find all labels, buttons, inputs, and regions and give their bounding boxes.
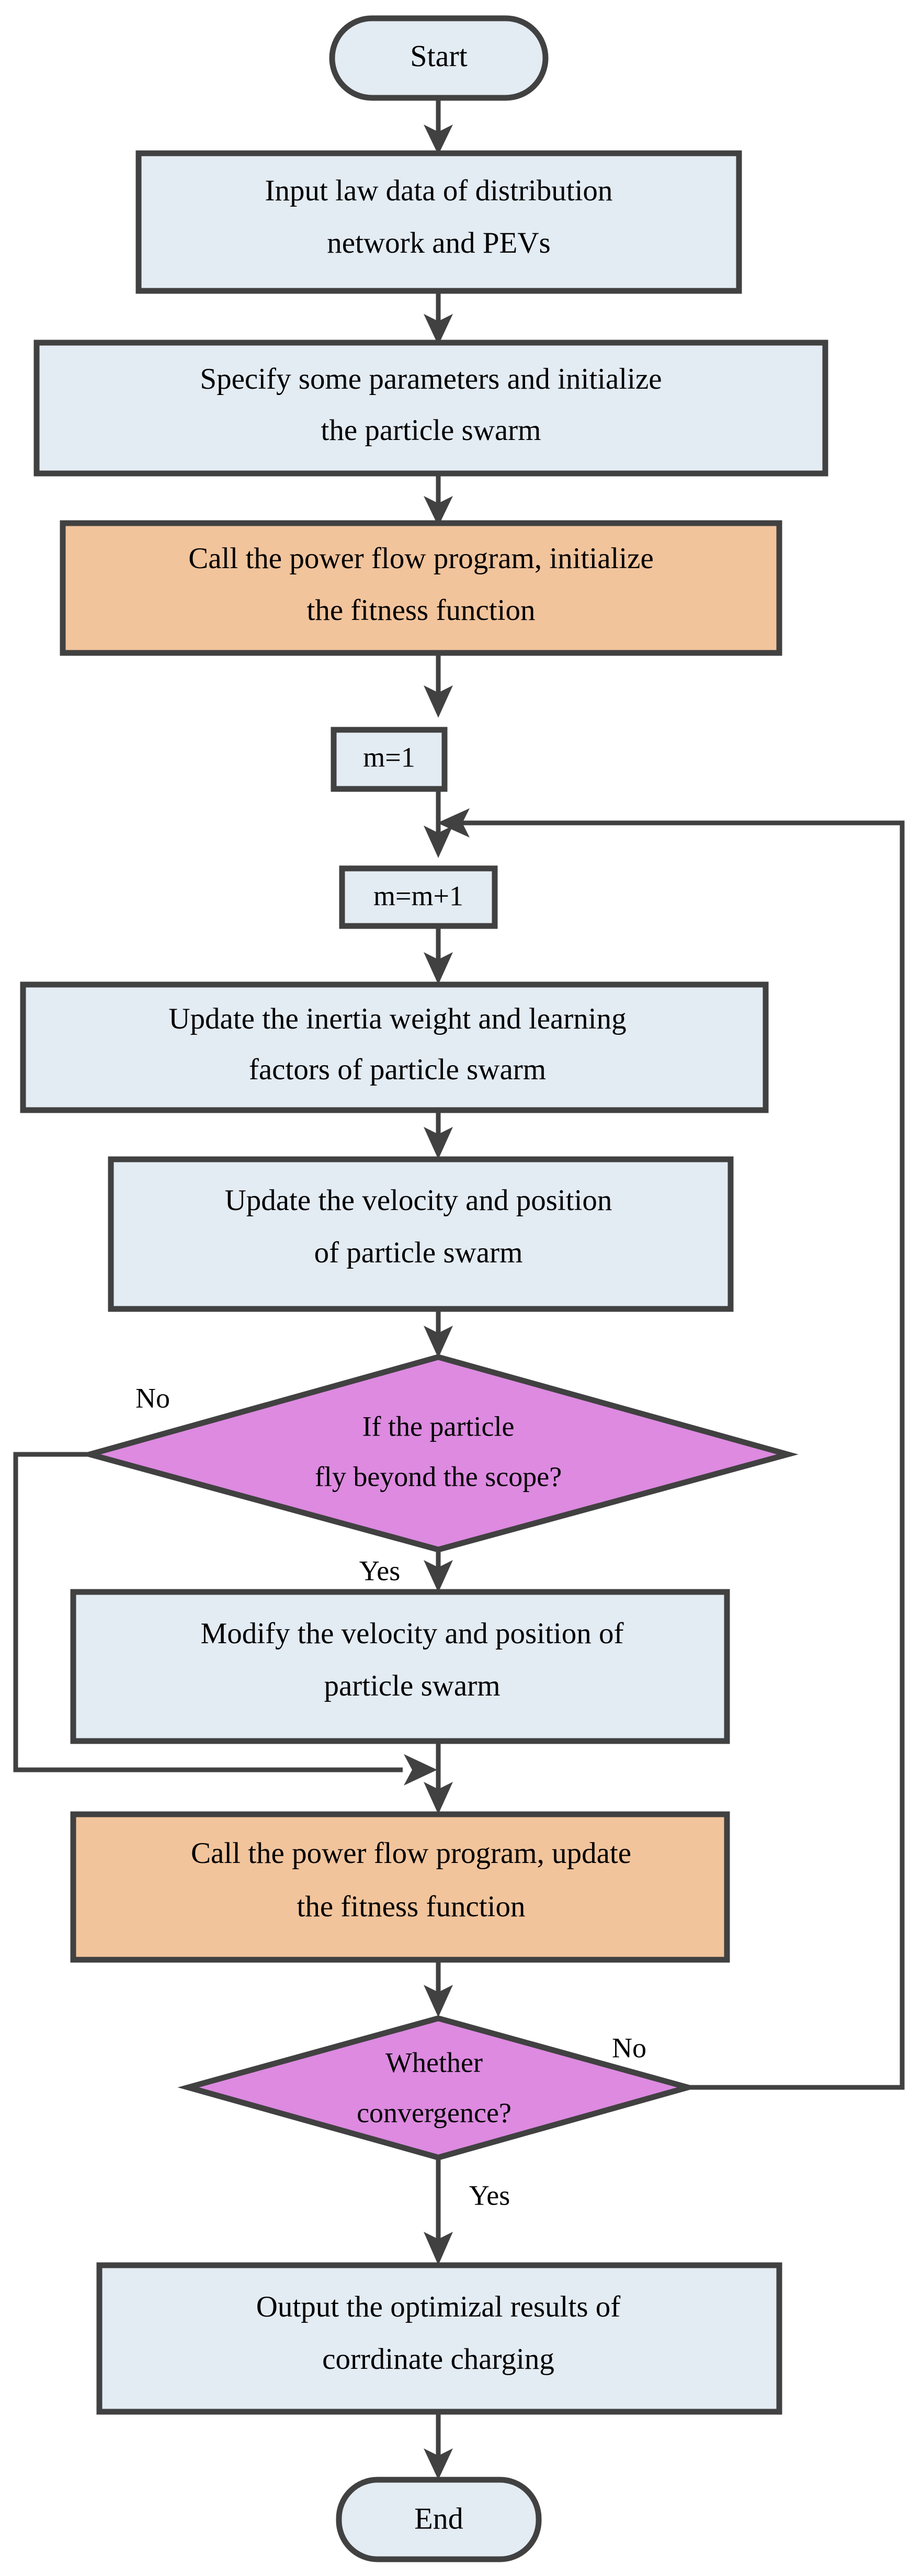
specify-process-shape — [33, 340, 828, 477]
edge-convergence-no-feedback — [437, 808, 905, 2090]
start-label: Start — [410, 39, 468, 73]
input-label-line2: network and PEVs — [327, 227, 550, 259]
arrow-head-icon — [404, 1754, 437, 1786]
arrow-head-icon — [424, 2232, 453, 2265]
updatevp-label-line1: Update the velocity and position — [225, 1184, 612, 1217]
output-process-shape — [96, 2262, 782, 2415]
callupdate-label-line1: Call the power flow program, update — [191, 1837, 631, 1870]
node-update-inertia-weight[interactable]: Update the inertia weight and learning f… — [20, 981, 769, 1113]
node-specify-parameters[interactable]: Specify some parameters and initialize t… — [33, 340, 828, 477]
output-label-line2: corrdinate charging — [322, 2343, 554, 2376]
updatew-label-line1: Update the inertia weight and learning — [168, 1002, 626, 1035]
arrow-head-icon — [424, 1782, 453, 1814]
input-process-shape — [135, 150, 742, 294]
decidescope-label-line2: fly beyond the scope? — [315, 1461, 562, 1492]
edge-mincr-to-updatew — [424, 926, 453, 985]
arrow-head-icon — [424, 1127, 453, 1159]
input-label-line1: Input law data of distribution — [265, 174, 613, 207]
arrow-head-icon — [424, 685, 453, 718]
updatew-process-shape — [20, 981, 769, 1113]
edge-modify-to-callupdate — [424, 1741, 453, 1814]
node-output-results[interactable]: Output the optimizal results of corrdina… — [96, 2262, 782, 2415]
node-decision-convergence[interactable]: Whether convergence? — [177, 2015, 699, 2161]
modify-label-line2: particle swarm — [324, 1669, 500, 1702]
decideconv-label-line1: Whether — [385, 2047, 483, 2078]
output-label-line1: Output the optimizal results of — [256, 2290, 621, 2323]
edge-updatevp-to-decidescope — [424, 1309, 453, 1358]
node-end[interactable]: End — [336, 2477, 542, 2562]
decideconv-label-line2: convergence? — [357, 2097, 511, 2128]
arrow-head-icon — [424, 314, 453, 345]
node-call-powerflow-update[interactable]: Call the power flow program, update the … — [70, 1811, 730, 1963]
edge-label-scope-yes: Yes — [359, 1555, 401, 1586]
minit-label: m=1 — [363, 741, 415, 773]
arrow-head-icon — [424, 496, 453, 526]
callupdate-process-shape — [70, 1811, 730, 1963]
callinit-process-shape — [60, 520, 782, 656]
edge-input-to-specify — [424, 291, 453, 345]
edge-label-scope-no: No — [135, 1382, 170, 1414]
arrow-head-icon — [424, 1985, 453, 2017]
end-terminator-shape — [336, 2477, 542, 2562]
edge-label-conv-yes: Yes — [469, 2179, 510, 2211]
node-decision-particle-scope[interactable]: If the particle fly beyond the scope? — [79, 1354, 799, 1553]
callupdate-label-line2: the fitness function — [297, 1890, 526, 1923]
callinit-label-line1: Call the power flow program, initialize — [188, 542, 654, 575]
node-m-init[interactable]: m=1 — [331, 727, 448, 792]
mincr-label: m=m+1 — [373, 880, 463, 911]
updatevp-label-line2: of particle swarm — [314, 1236, 523, 1269]
decidescope-diamond-shape — [79, 1354, 799, 1553]
node-update-velocity-position[interactable]: Update the velocity and position of part… — [108, 1156, 734, 1312]
modify-label-line1: Modify the velocity and position of — [201, 1617, 624, 1650]
edge-minit-to-mincr — [424, 789, 453, 858]
edge-conv-yes-to-output — [424, 2157, 453, 2265]
arrow-head-icon — [437, 808, 470, 838]
edge-scope-yes-to-modify — [424, 1550, 453, 1592]
specify-label-line1: Specify some parameters and initialize — [200, 363, 662, 396]
modify-process-shape — [70, 1589, 730, 1744]
node-call-powerflow-initialize[interactable]: Call the power flow program, initialize … — [60, 520, 782, 656]
arrow-head-icon — [424, 1326, 453, 1358]
edge-output-to-end — [424, 2412, 453, 2480]
arrow-head-icon — [424, 2448, 453, 2480]
arrow-head-icon — [424, 952, 453, 985]
start-terminator-shape — [329, 15, 549, 101]
node-start[interactable]: Start — [329, 15, 549, 101]
updatew-label-line2: factors of particle swarm — [249, 1053, 546, 1086]
edge-label-conv-no: No — [612, 2032, 646, 2063]
node-input-data[interactable]: Input law data of distribution network a… — [135, 150, 742, 294]
arrow-head-icon — [424, 125, 453, 155]
end-label: End — [414, 2501, 463, 2535]
edge-specify-to-callinit — [424, 473, 453, 526]
arrow-head-icon — [424, 1560, 453, 1592]
decidescope-label-line1: If the particle — [362, 1410, 515, 1442]
specify-label-line2: the particle swarm — [321, 414, 541, 447]
mincr-process-shape — [339, 865, 498, 929]
edge-scope-no-bypass — [13, 1452, 437, 1786]
node-m-increment[interactable]: m=m+1 — [339, 865, 498, 929]
callinit-label-line2: the fitness function — [307, 594, 536, 627]
edge-start-to-input — [424, 97, 453, 155]
edge-callupdate-to-decideconv — [424, 1960, 453, 2017]
node-modify-velocity-position[interactable]: Modify the velocity and position of part… — [70, 1589, 730, 1744]
updatevp-process-shape — [108, 1156, 734, 1312]
minit-process-shape — [331, 727, 448, 792]
decideconv-diamond-shape — [177, 2015, 699, 2161]
edge-updatew-to-updatevp — [424, 1110, 453, 1159]
edge-callinit-to-minit — [424, 653, 453, 718]
arrow-head-icon — [424, 826, 453, 858]
